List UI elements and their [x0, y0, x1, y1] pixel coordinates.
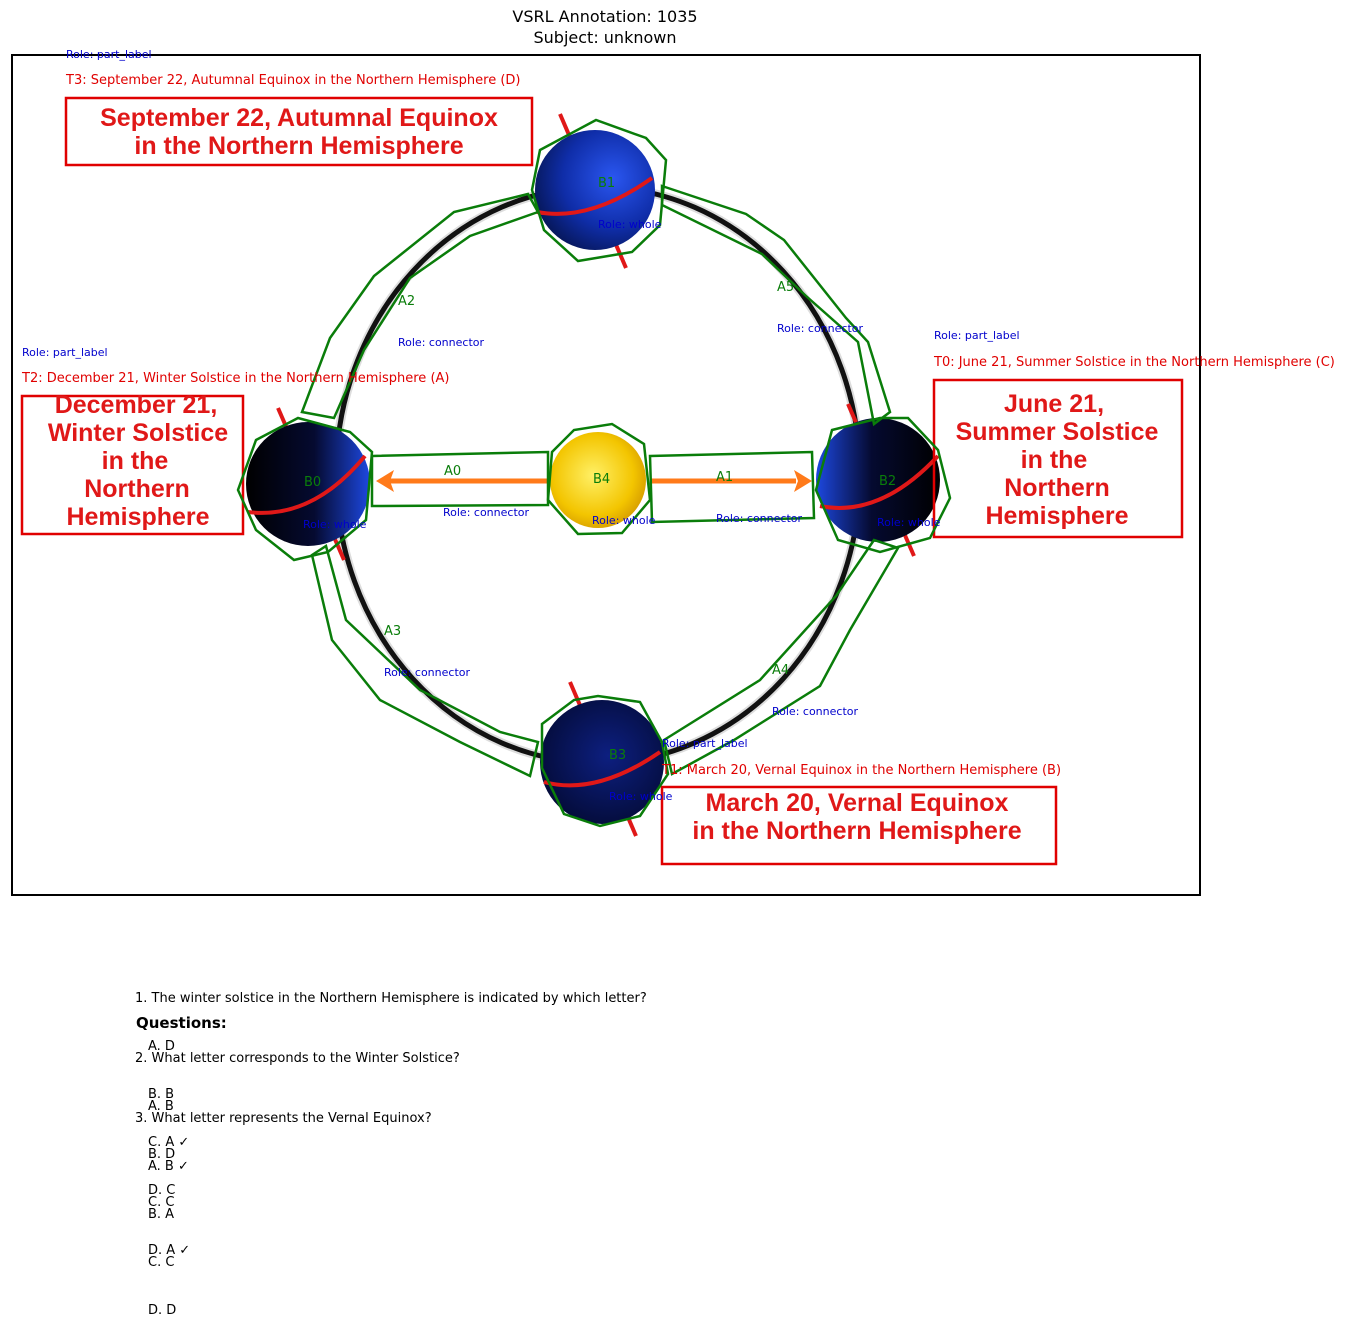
image-frame — [11, 54, 1201, 896]
outline-a4 — [662, 538, 900, 776]
role-label-a3: Role: connector — [384, 666, 470, 679]
role-label-b4: Role: whole — [592, 514, 656, 527]
outline-b3 — [540, 694, 670, 828]
outline-b0 — [236, 416, 374, 562]
earth-autumnal-equinox — [535, 113, 655, 269]
text-box-t0-line: Summer Solstice — [956, 418, 1159, 446]
id-label-b2: B2 — [879, 474, 896, 489]
id-label-a2: A2 — [398, 294, 415, 309]
text-box-t0-line: in the — [1021, 446, 1088, 474]
text-box-t1-line: March 20, Vernal Equinox — [706, 789, 1009, 817]
questions-heading: Questions: — [136, 1014, 227, 1032]
answer-option: A. B ✓ — [148, 1159, 189, 1174]
text-box-t0-outline — [932, 378, 1184, 539]
arrow-to-summer-earth — [650, 470, 812, 492]
id-label-b4: B4 — [593, 472, 610, 487]
text-box-t3-outline — [64, 96, 534, 167]
outline-a5 — [660, 184, 892, 427]
id-label-b3: B3 — [609, 748, 626, 763]
question-1: 1. The winter solstice in the Northern H… — [135, 959, 647, 1215]
answer-option: C. C — [148, 1255, 175, 1270]
text-box-t3-line: in the Northern Hemisphere — [134, 132, 463, 160]
answer-option: B. D — [148, 1147, 176, 1162]
outline-b4 — [546, 422, 652, 536]
earth-winter-solstice — [246, 407, 370, 561]
text-box-t1-outline — [660, 785, 1058, 866]
role-label-t0: Role: part_label — [934, 329, 1020, 342]
role-label-t1: Role: part_label — [662, 737, 748, 750]
role-label-a5: Role: connector — [777, 322, 863, 335]
id-label-b1: B1 — [598, 176, 615, 191]
question-3: 3. What letter represents the Vernal Equ… — [135, 1079, 432, 1335]
answer-option: A. B — [148, 1099, 174, 1114]
answer-option: B. A — [148, 1207, 175, 1222]
text-box-t1-line: in the Northern Hemisphere — [692, 817, 1021, 845]
answer-option: B. B — [148, 1087, 175, 1102]
text-box-t0-line: Northern — [1004, 474, 1110, 502]
role-label-a2: Role: connector — [398, 336, 484, 349]
question-text: 2. What letter corresponds to the Winter… — [135, 1051, 460, 1066]
outline-b2 — [814, 416, 952, 554]
caption-t0: T0: June 21, Summer Solstice in the Nort… — [933, 355, 1335, 370]
earth-vernal-equinox — [540, 681, 664, 837]
earth-summer-solstice — [816, 403, 940, 557]
role-label-b0: Role: whole — [303, 518, 367, 531]
text-box-t2-line: Hemisphere — [66, 503, 209, 531]
role-label-b1: Role: whole — [598, 218, 662, 231]
id-label-a3: A3 — [384, 624, 401, 639]
id-label-b0: B0 — [304, 475, 321, 490]
id-label-a5: A5 — [777, 280, 794, 295]
text-box-t2-line: December 21, — [55, 391, 218, 419]
caption-t2: T2: December 21, Winter Solstice in the … — [21, 371, 449, 386]
role-label-b3: Role: whole — [609, 790, 673, 803]
id-label-a0: A0 — [444, 464, 461, 479]
subject-line: Subject: unknown — [533, 28, 677, 47]
text-box-t2-line: Northern — [84, 475, 190, 503]
role-label-b2: Role: whole — [877, 516, 941, 529]
answer-option: A. D — [148, 1039, 175, 1054]
text-box-t2-outline — [20, 394, 245, 536]
outline-a3 — [310, 544, 540, 778]
role-label-a4: Role: connector — [772, 705, 858, 718]
answer-option: D. D — [148, 1303, 177, 1318]
answer-option: C. A ✓ — [148, 1135, 190, 1150]
figure-title: VSRL Annotation: 1035 Subject: unknown — [0, 6, 1210, 48]
id-label-a4: A4 — [772, 663, 789, 678]
caption-t1: T1: March 20, Vernal Equinox in the Nort… — [661, 763, 1061, 778]
role-label-t3: Role: part_label — [66, 48, 152, 61]
question-text: 3. What letter represents the Vernal Equ… — [135, 1111, 432, 1126]
outline-a2 — [300, 192, 540, 420]
id-label-a1: A1 — [716, 470, 733, 485]
question-text: 1. The winter solstice in the Northern H… — [135, 991, 647, 1006]
text-box-t2-line: in the — [102, 447, 169, 475]
seasons-diagram: September 22, Autumnal Equinox in the No… — [20, 48, 1335, 866]
outline-a0 — [370, 450, 550, 508]
role-label-a1: Role: connector — [716, 512, 802, 525]
text-box-t3-line: September 22, Autumnal Equinox — [100, 104, 498, 132]
caption-t3: T3: September 22, Autumnal Equinox in th… — [65, 73, 521, 88]
role-label-a0: Role: connector — [443, 506, 529, 519]
arrow-to-winter-earth — [376, 470, 550, 492]
role-label-t2: Role: part_label — [22, 346, 108, 359]
annotation-title: VSRL Annotation: 1035 — [512, 7, 698, 26]
sun — [550, 432, 646, 528]
text-box-t0-line: Hemisphere — [985, 502, 1128, 530]
text-box-t2-line: Winter Solstice — [48, 419, 228, 447]
text-box-t0-line: June 21, — [1004, 390, 1104, 418]
outline-a1 — [648, 450, 816, 524]
